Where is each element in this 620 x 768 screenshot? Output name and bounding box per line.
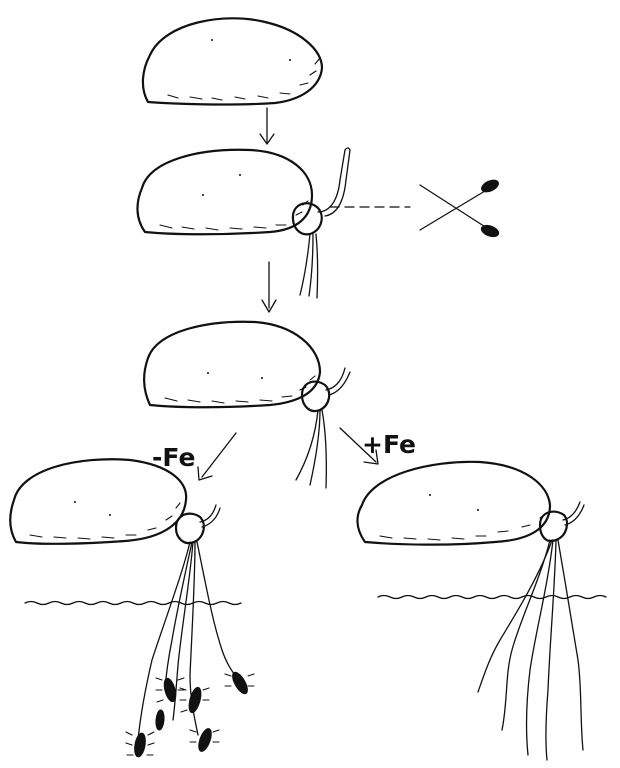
solution-surface-left <box>25 602 241 605</box>
seed-plus-fe <box>357 462 584 760</box>
solution-surface-right <box>378 596 606 599</box>
arrow-down-icon <box>262 262 276 312</box>
seed-stage-1 <box>143 18 322 104</box>
plus-fe-label: +Fe <box>362 430 416 459</box>
root-hair-cluster <box>155 710 165 731</box>
seed-stage-2 <box>137 148 350 298</box>
root-hair-cluster <box>190 727 219 753</box>
seed-minus-fe <box>10 459 254 757</box>
scissors-icon <box>420 178 500 239</box>
plus-fe-branch: +Fe <box>340 428 416 464</box>
arrow-down-icon <box>260 108 274 144</box>
root-hair-cluster <box>126 732 154 758</box>
root-hair-cluster <box>156 677 184 703</box>
root-hair-cluster <box>225 670 254 696</box>
arrow-icon <box>202 433 236 477</box>
minus-fe-branch: -Fe <box>152 433 236 480</box>
